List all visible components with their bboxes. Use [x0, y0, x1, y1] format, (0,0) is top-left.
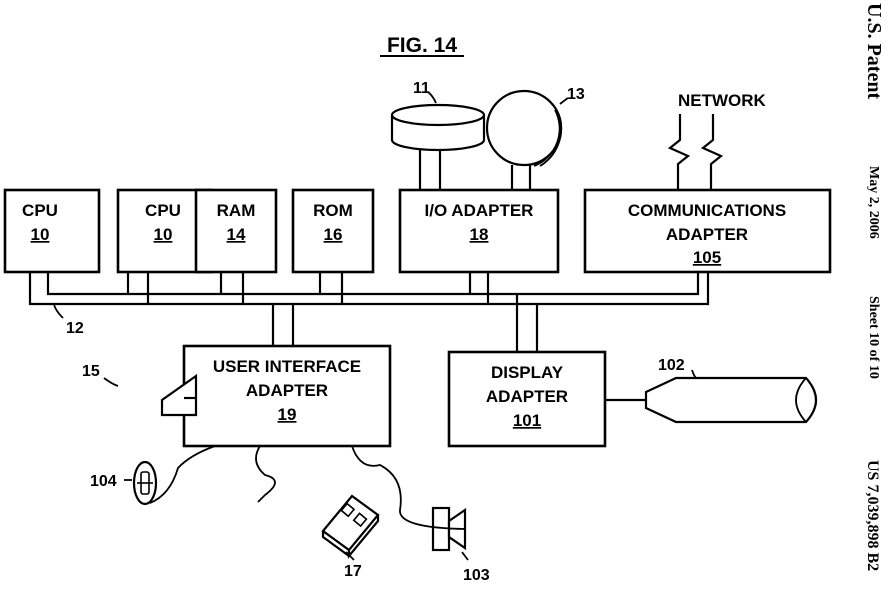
block-rom-ref: 16 [324, 225, 343, 244]
block-communications-adapter-label-1: COMMUNICATIONS [628, 201, 786, 220]
patent-date: May 2, 2006 [866, 166, 881, 239]
bus-ref-label: 12 [66, 320, 84, 337]
mouse-drawing [124, 445, 216, 506]
block-display-adapter-ref: 101 [513, 411, 541, 430]
block-cpu-1: CPU 10 [3, 188, 101, 274]
block-cpu-2-ref: 10 [154, 225, 173, 244]
speaker-ref-label: 103 [463, 567, 490, 584]
network-label: NETWORK [678, 91, 767, 110]
network-lines [667, 114, 724, 190]
block-communications-adapter-label-2: ADAPTER [666, 225, 748, 244]
block-display-adapter-label-1: DISPLAY [491, 363, 564, 382]
block-rom: ROM 16 [291, 188, 375, 274]
bus-ref-leader [53, 303, 64, 319]
block-user-interface-adapter-label-1: USER INTERFACE [213, 357, 361, 376]
block-ram: RAM 14 [194, 188, 278, 274]
block-ram-label: RAM [217, 201, 256, 220]
trackball-ref-label: 17 [344, 563, 362, 580]
mouse-ref-label: 104 [90, 473, 117, 490]
tape-drive-drawing [485, 89, 569, 190]
monitor-ref-label: 102 [658, 357, 685, 374]
block-communications-adapter-ref: 105 [693, 248, 721, 267]
patent-number: US 7,039,898 B2 [864, 460, 881, 571]
block-io-adapter-label: I/O ADAPTER [425, 201, 534, 220]
block-io-adapter: I/O ADAPTER 18 [398, 188, 560, 274]
block-cpu-1-ref: 10 [31, 225, 50, 244]
block-communications-adapter: COMMUNICATIONS ADAPTER 105 [583, 188, 832, 274]
monitor-drawing [605, 369, 818, 424]
patent-sheet: Sheet 10 of 10 [866, 296, 881, 379]
block-user-interface-adapter-label-2: ADAPTER [246, 381, 328, 400]
patent-name: U.S. Patent [863, 3, 885, 99]
trackball-drawing [255, 445, 380, 561]
block-cpu-1-label: CPU [22, 201, 58, 220]
keyboard-drawing [103, 373, 198, 417]
block-display-adapter-label-2: ADAPTER [486, 387, 568, 406]
block-ram-ref: 14 [227, 225, 246, 244]
system-bus [28, 272, 710, 352]
disk-ref-label: 11 [413, 80, 430, 97]
patent-header: U.S. Patent May 2, 2006 Sheet 10 of 10 U… [863, 3, 885, 571]
block-rom-label: ROM [313, 201, 353, 220]
block-io-adapter-ref: 18 [470, 225, 489, 244]
block-user-interface-adapter-ref: 19 [278, 405, 297, 424]
block-user-interface-adapter: USER INTERFACE ADAPTER 19 [182, 344, 392, 448]
keyboard-ref-label: 15 [82, 363, 100, 380]
speaker-drawing [351, 445, 469, 561]
block-cpu-2-label: CPU [145, 201, 181, 220]
disk-drive-drawing [390, 91, 486, 190]
block-display-adapter: DISPLAY ADAPTER 101 [447, 350, 607, 448]
tape-ref-label: 13 [567, 86, 585, 103]
figure-title: FIG. 14 [387, 34, 457, 57]
